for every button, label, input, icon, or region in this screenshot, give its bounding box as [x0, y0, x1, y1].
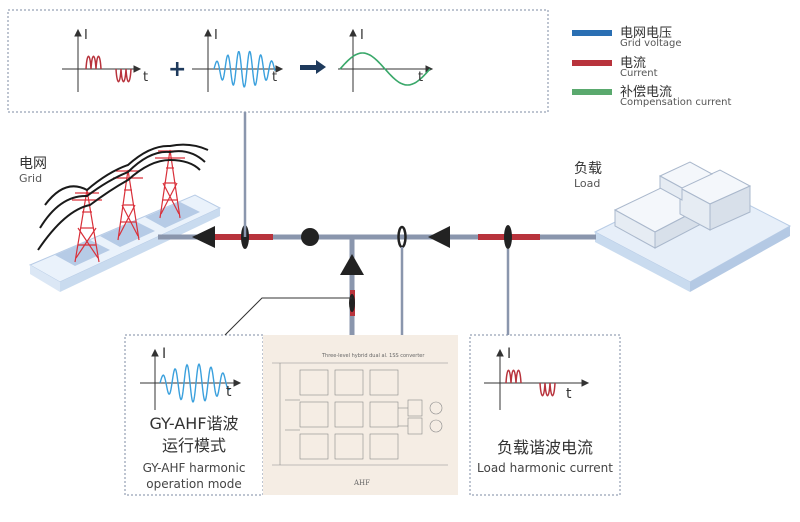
ahf-title-line1: GY-AHF谐波	[149, 414, 239, 433]
load-ct-sensor	[504, 225, 512, 249]
ahf-leader	[224, 297, 352, 336]
load-harmonic-en: Load harmonic current	[477, 461, 613, 475]
top-plus: +	[168, 57, 186, 82]
legend-compensation-en: Compensation current	[620, 97, 732, 108]
circuit-schematic	[272, 362, 448, 466]
ahf-axis-i: I	[162, 346, 167, 362]
top-axis-2	[192, 28, 284, 92]
load-platform	[593, 161, 792, 292]
legend-compensation-cn: 补偿电流	[620, 85, 673, 100]
ahf-ct-sensor	[349, 294, 355, 312]
top-axis-1-i: I	[84, 28, 88, 43]
grid-label-en: Grid	[19, 172, 43, 185]
ahf-en-line2: operation mode	[146, 477, 242, 491]
top-result-wave	[339, 52, 431, 86]
legend-swatch-blue	[572, 30, 612, 36]
grid-platform	[28, 194, 222, 292]
load-harmonic-box	[469, 334, 621, 496]
load-axis-t: t	[566, 386, 572, 402]
load-label-en: Load	[574, 177, 601, 190]
top-axis-3-t: t	[418, 70, 424, 85]
legend-swatch-green	[572, 89, 612, 95]
grid-label-cn: 电网	[19, 156, 47, 172]
legend-current-cn: 电流	[620, 56, 647, 71]
top-axis-2-i: I	[214, 28, 218, 43]
load-axis	[484, 348, 590, 410]
top-right-arrow	[300, 60, 326, 74]
bus-node	[301, 228, 319, 246]
load-harmonic-title: 负载谐波电流	[496, 438, 593, 457]
top-axis-3-i: I	[360, 28, 364, 43]
legend-swatch-red	[572, 60, 612, 66]
top-compensation-wave	[213, 50, 276, 88]
load-arrow	[428, 226, 450, 248]
power-cables	[37, 143, 209, 251]
tower-1	[72, 189, 102, 263]
load-label-cn: 负载	[574, 161, 602, 177]
top-axis-2-t: t	[272, 70, 278, 85]
circuit-panel	[263, 335, 458, 495]
circuit-caption: AHF	[353, 479, 370, 487]
top-axis-1	[62, 28, 142, 92]
ahf-arrow	[340, 254, 364, 275]
load-current-wave	[505, 369, 556, 397]
ahf-compensation-wave	[159, 363, 231, 403]
ahf-en-line1: GY-AHF harmonic	[142, 461, 246, 475]
top-current-wave	[85, 55, 132, 83]
top-axis-1-t: t	[143, 70, 149, 85]
ahf-title-line2: 运行模式	[161, 436, 226, 455]
circuit-title: Three-level hybrid dual al. 1SS converte…	[321, 353, 425, 359]
legend-current-en: Current	[620, 68, 658, 79]
grid-arrow	[192, 226, 215, 248]
load-axis-i: I	[507, 346, 512, 362]
legend-grid-voltage-en: Grid voltage	[620, 38, 682, 49]
ahf-axis-t: t	[226, 384, 232, 400]
legend-grid-voltage-cn: 电网电压	[620, 26, 673, 41]
top-waveform-box	[7, 9, 549, 113]
